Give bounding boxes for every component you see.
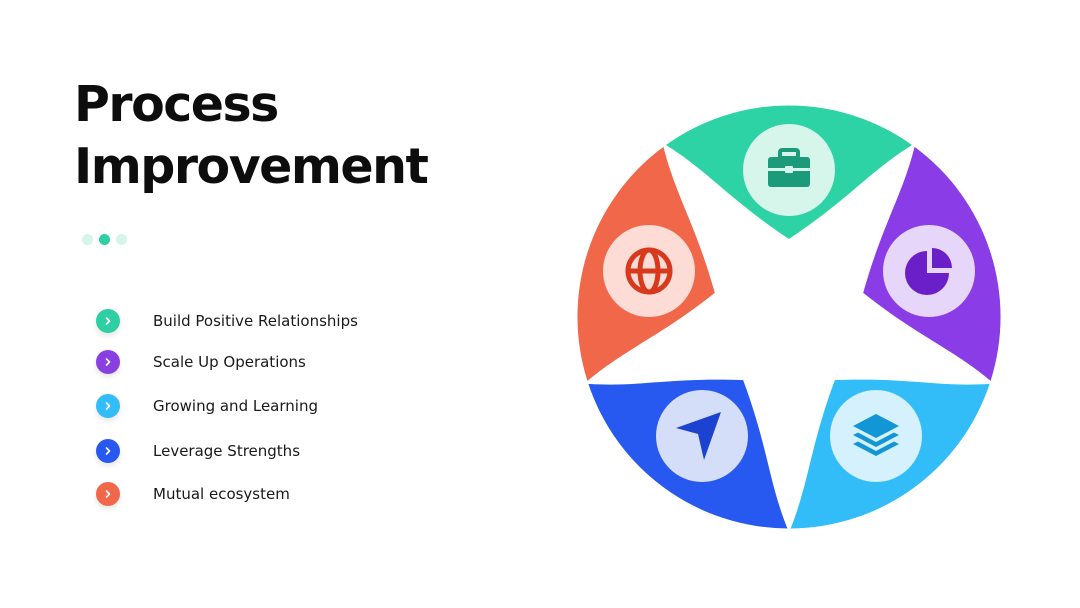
paper-plane-badge (656, 390, 748, 482)
list-item: Build Positive Relationships (96, 308, 416, 334)
list-item: Leverage Strengths (96, 438, 416, 464)
list-item: Mutual ecosystem (96, 481, 416, 507)
briefcase-icon (768, 148, 810, 187)
list-item-label: Build Positive Relationships (153, 312, 358, 330)
globe-badge (603, 225, 695, 317)
slide-title: Process Improvement (74, 74, 429, 198)
title-line-1: Process (74, 76, 279, 133)
list-item-label: Scale Up Operations (153, 353, 306, 371)
dot-1 (82, 234, 93, 245)
pie-chart-icon (905, 248, 952, 295)
list-item-label: Leverage Strengths (153, 442, 301, 460)
process-wheel-diagram (577, 105, 1001, 529)
chevron-right-icon (96, 309, 120, 333)
list-item: Growing and Learning (96, 393, 416, 419)
chevron-right-icon (96, 439, 120, 463)
chevron-right-icon (96, 350, 120, 374)
list-item: Scale Up Operations (96, 349, 416, 375)
briefcase-badge (743, 124, 835, 216)
layers-icon (853, 414, 899, 456)
list-item-label: Mutual ecosystem (153, 485, 290, 503)
layers-badge (830, 390, 922, 482)
paper-plane-icon (676, 412, 721, 460)
title-line-2: Improvement (74, 138, 429, 195)
list-item-label: Growing and Learning (153, 397, 318, 415)
dot-3 (116, 234, 127, 245)
dot-2-active (99, 234, 110, 245)
chevron-right-icon (96, 482, 120, 506)
chevron-right-icon (96, 394, 120, 418)
pie-chart-badge (883, 225, 975, 317)
globe-icon (625, 247, 673, 295)
